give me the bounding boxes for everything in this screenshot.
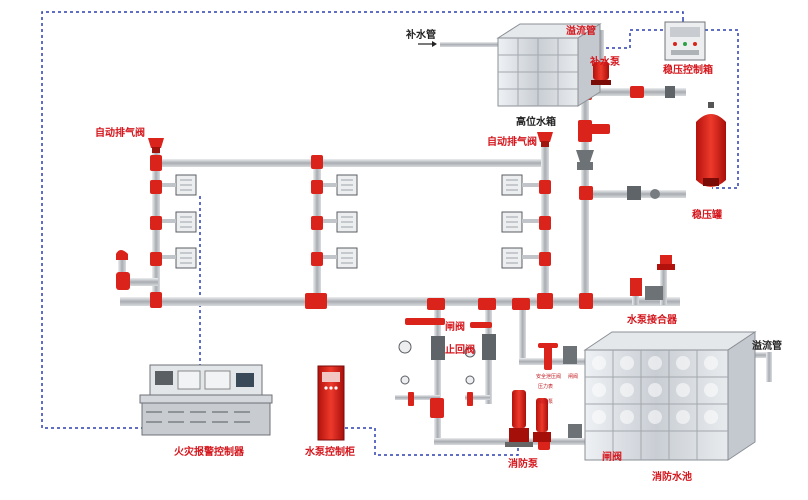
fire-pump-secondary	[533, 398, 551, 442]
label-makeup-pump: 补水泵	[589, 55, 621, 68]
label-gate-valve-bottom: 闸阀	[602, 450, 622, 463]
pressure-control-box	[664, 21, 706, 61]
label-pump-adapter: 水泵接合器	[626, 313, 678, 326]
makeup-arrow-icon	[418, 41, 437, 47]
label-gate-valve-small: 闸阀	[568, 373, 578, 380]
label-pressure-control-box: 稳压控制箱	[663, 63, 713, 76]
pool-valves	[563, 346, 582, 438]
red-fittings	[116, 86, 644, 450]
label-fire-pool: 消防水池	[652, 470, 692, 483]
pump-valve-group	[398, 334, 496, 385]
fire-alarm-controller	[139, 364, 273, 436]
pressure-system-valves	[576, 86, 675, 200]
label-overflow-pipe-right: 溢流管	[752, 339, 782, 352]
label-fire-alarm-controller: 火灾报警控制器	[174, 445, 245, 458]
label-safety-relief-valve: 安全泄压阀	[536, 373, 561, 380]
fire-water-pool	[583, 331, 757, 461]
auto-vent-valve-left	[148, 138, 164, 153]
label-high-tank: 高位水箱	[516, 115, 556, 128]
label-makeup-pipe: 补水管	[405, 28, 436, 41]
pump-control-cabinet	[317, 365, 345, 441]
label-gate-valve: 闸阀	[445, 320, 465, 333]
makeup-pump	[591, 62, 611, 85]
pressure-tank	[696, 102, 726, 187]
label-overflow-pipe-top: 溢流管	[566, 24, 596, 37]
label-pump-control-cabinet: 水泵控制柜	[304, 445, 355, 458]
fire-pump-main	[505, 390, 533, 447]
label-pressure-tank: 稳压罐	[692, 208, 722, 221]
label-auto-vent-left: 自动排气阀	[95, 126, 145, 139]
label-pump-small: 消防泵	[538, 398, 553, 405]
label-check-valve: 止回阀	[445, 343, 475, 356]
label-pressure-gauge-small: 压力表	[538, 383, 553, 390]
label-auto-vent-right: 自动排气阀	[487, 135, 537, 148]
high-water-tank	[496, 23, 602, 107]
auto-vent-valve-right	[537, 132, 553, 147]
label-fire-pump: 消防泵	[508, 457, 539, 470]
pump-adapter	[630, 255, 675, 300]
